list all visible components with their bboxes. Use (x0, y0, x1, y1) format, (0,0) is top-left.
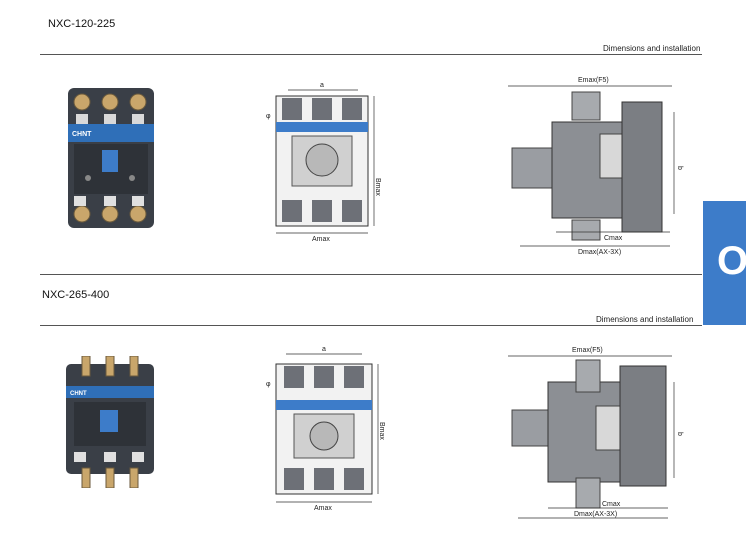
dim-phi-1: φ (266, 113, 271, 120)
product-photo-nxc-265-400: CHNT (66, 356, 154, 488)
dim-a-2: a (322, 346, 326, 353)
dim-bmax-1: Bmax (374, 178, 381, 196)
section-2-subtitle: Dimensions and installation (596, 315, 694, 324)
dim-emax-1: Emax(F5) (578, 77, 609, 84)
chapter-letter: O (717, 239, 746, 283)
section-1-title: NXC-120-225 (48, 18, 116, 30)
photo-brand-label-2: CHNT (70, 391, 87, 397)
front-view-drawing-1: a Bmax Amax φ (266, 82, 381, 243)
dim-phi-2: φ (266, 381, 271, 388)
dim-amax-1: Amax (312, 236, 330, 243)
section-1-subtitle: Dimensions and installation (603, 44, 701, 53)
side-view-drawing-2: Emax(F5) b Cmax Dmax(AX-3X) (508, 347, 683, 519)
dim-a-1: a (320, 82, 324, 89)
dim-dmax-1: Dmax(AX-3X) (578, 249, 621, 256)
dim-cmax-2: Cmax (602, 501, 621, 508)
side-view-drawing-1: Emax(F5) b Cmax Dmax(AX-3X) (508, 77, 683, 256)
section-2-title: NXC-265-400 (42, 289, 110, 301)
dim-amax-2: Amax (314, 505, 332, 512)
section-1-rule (40, 54, 702, 55)
front-view-drawing-2: a Bmax Amax φ (266, 346, 385, 512)
dim-bmax-2: Bmax (378, 422, 385, 440)
dim-b-2: b (676, 432, 683, 436)
chapter-side-tab: O (703, 201, 746, 325)
section-2-rule (40, 325, 702, 326)
dim-cmax-1: Cmax (604, 235, 623, 242)
dim-dmax-2: Dmax(AX-3X) (574, 511, 617, 518)
dim-emax-2: Emax(F5) (572, 347, 603, 354)
product-photo-nxc-120-225: CHNT (68, 88, 154, 228)
section-divider (40, 274, 702, 275)
dim-b-1: b (676, 166, 683, 170)
photo-brand-label: CHNT (72, 131, 92, 138)
